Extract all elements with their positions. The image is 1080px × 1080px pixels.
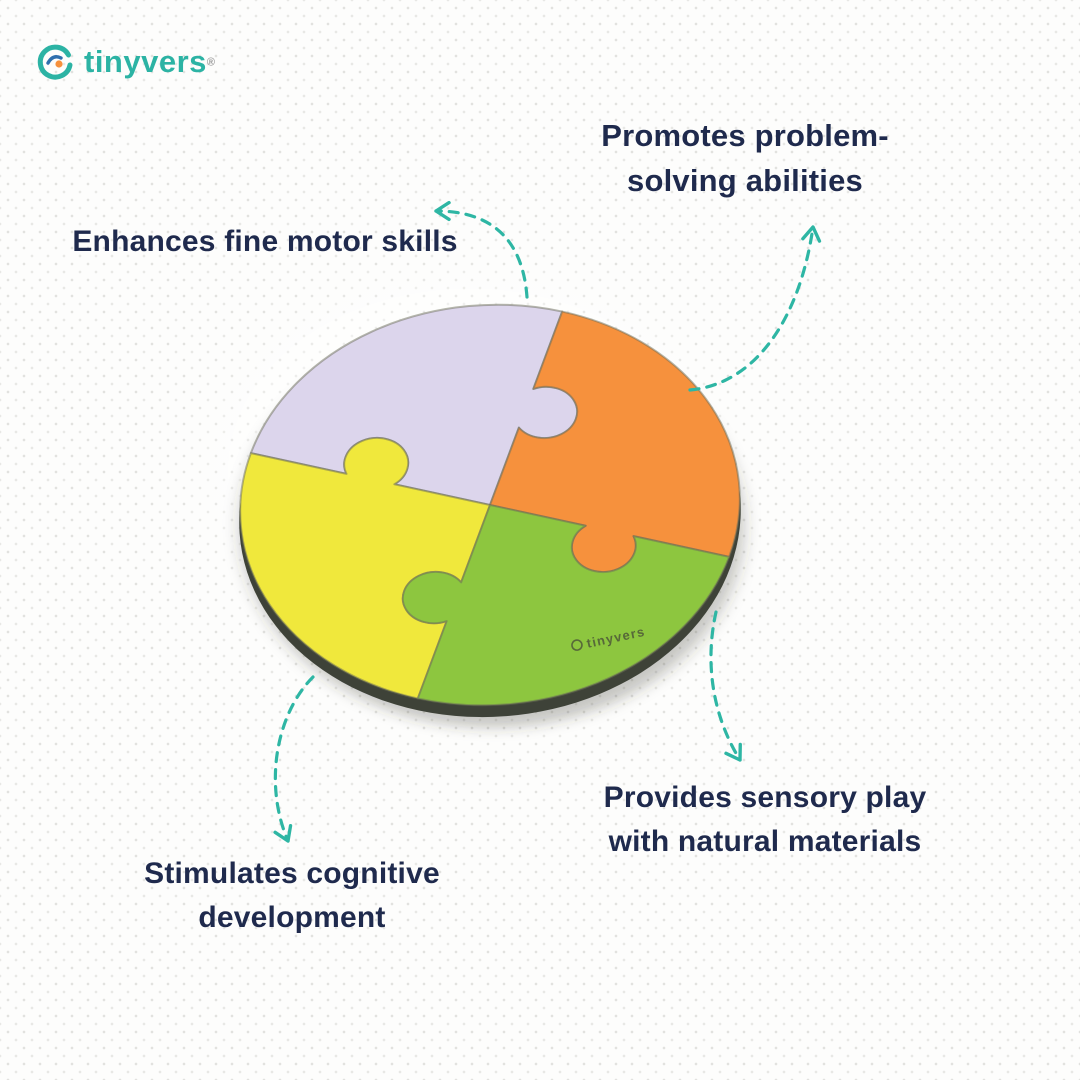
callout-problem-solving: Promotes problem- solving abilities [540,114,950,204]
arrow-to-problem-solving-text [688,225,822,392]
puzzle-pieces [179,260,802,751]
callout-line: Stimulates cognitive [144,857,440,890]
brand-wordmark: tinyvers [84,44,207,79]
puzzle-piece-green [368,494,729,750]
arrow-to-sensory-play-text [709,610,742,762]
callout-line: Promotes problem- [601,118,889,153]
imprint-logo-icon [571,639,583,651]
brand-logo-icon [37,44,73,80]
callout-sensory-play: Provides sensory play with natural mater… [550,776,980,863]
callout-fine-motor-skills: Enhances fine motor skills [55,220,475,264]
callout-line: solving abilities [627,162,863,198]
brand-wordmark-wrap: tinyvers® [84,44,215,80]
arrow-to-fine-motor-text [434,200,529,299]
logo-dot [55,60,63,68]
registered-trademark: ® [206,56,216,69]
callout-line: development [198,900,386,934]
callout-cognitive-development: Stimulates cognitive development [82,852,502,939]
brand-logo: tinyvers® [34,42,215,82]
callout-line: with natural materials [608,824,922,858]
arrow-to-cognitive-text [273,675,315,843]
callout-line: Provides sensory play [603,781,927,814]
callout-line: Enhances fine motor skills [72,225,458,258]
